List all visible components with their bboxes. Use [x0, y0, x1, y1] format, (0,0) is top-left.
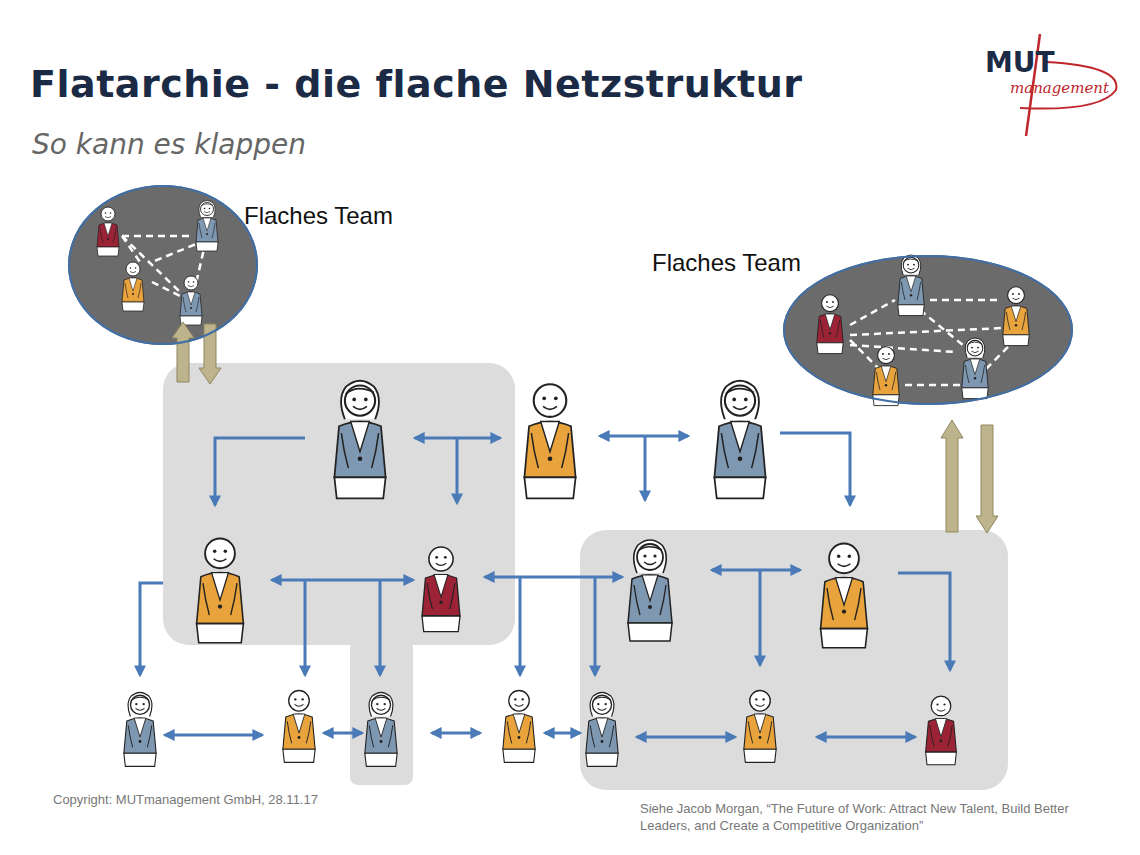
team-ellipse-fill [68, 185, 258, 345]
person [180, 276, 202, 325]
person [503, 691, 535, 763]
person [586, 692, 618, 766]
person [283, 691, 315, 763]
person [1003, 287, 1029, 346]
person [196, 201, 218, 252]
person [334, 381, 385, 499]
team-area [163, 363, 515, 645]
person [817, 295, 843, 354]
person [422, 547, 460, 632]
logo-word: MUT [985, 46, 1055, 79]
person [122, 262, 144, 311]
team-ellipse: Flaches Team [68, 185, 258, 345]
team-ellipse-outline [68, 185, 258, 345]
team-ellipse-fill [783, 255, 1073, 405]
team-area [580, 530, 1008, 790]
team-heading: Flaches Team [244, 202, 393, 230]
team-ellipse: Flaches Team [783, 255, 1073, 405]
network-arrows [140, 433, 950, 737]
person [873, 347, 899, 406]
copyright: Copyright: MUTmanagement GmbH, 28.11.17 [53, 792, 318, 807]
subtitle: So kann es klappen [32, 128, 306, 161]
person [628, 540, 672, 641]
title: Flatarchie - die flache Netzstruktur [30, 62, 802, 106]
exchange-arrows [172, 322, 998, 533]
logo-subword: management [1010, 79, 1109, 97]
person [898, 255, 924, 316]
person [714, 381, 765, 499]
source-note: Siehe Jacob Morgan, “The Future of Work:… [640, 800, 1080, 834]
person [962, 338, 988, 399]
person [524, 384, 575, 498]
team-heading: Flaches Team [652, 249, 801, 277]
person [124, 692, 156, 766]
person [365, 692, 397, 766]
person [744, 691, 776, 763]
person [821, 544, 868, 648]
person [197, 539, 244, 643]
person [97, 207, 119, 256]
person [926, 696, 957, 765]
team-ellipse-outline [783, 255, 1073, 405]
